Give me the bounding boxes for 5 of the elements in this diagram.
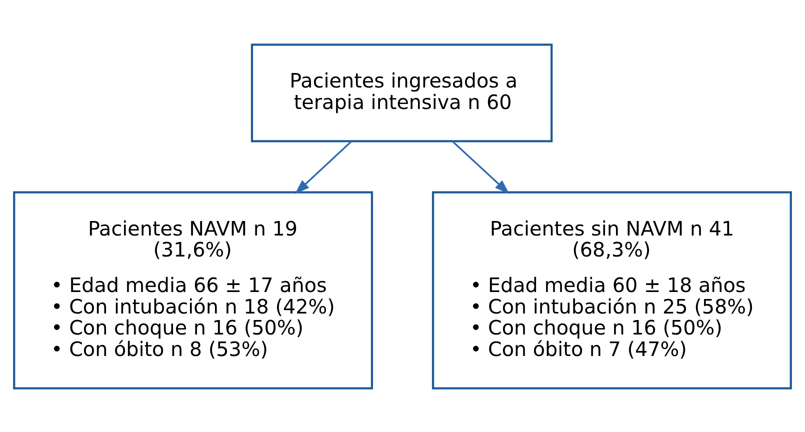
arrow xyxy=(452,140,510,194)
node-box: Pacientes sin NAVM n 41 (68,3%) • Edad media 60 ± 18 años • Con intubación n 25 (58%) • Con choque n 16 (50%) • Con óbito n 7 (47%) xyxy=(432,190,792,389)
node-box: Pacientes NAVM n 19 (31,6%) • Edad media 66 ± 17 años • Con intubación n 18 (42%) • Con choque n 16 (50%) • Con óbito n 8 (53%) xyxy=(13,190,374,389)
node-box: Pacientes ingresados a terapia intensiva n 60 xyxy=(250,43,553,142)
arrow xyxy=(294,140,352,194)
